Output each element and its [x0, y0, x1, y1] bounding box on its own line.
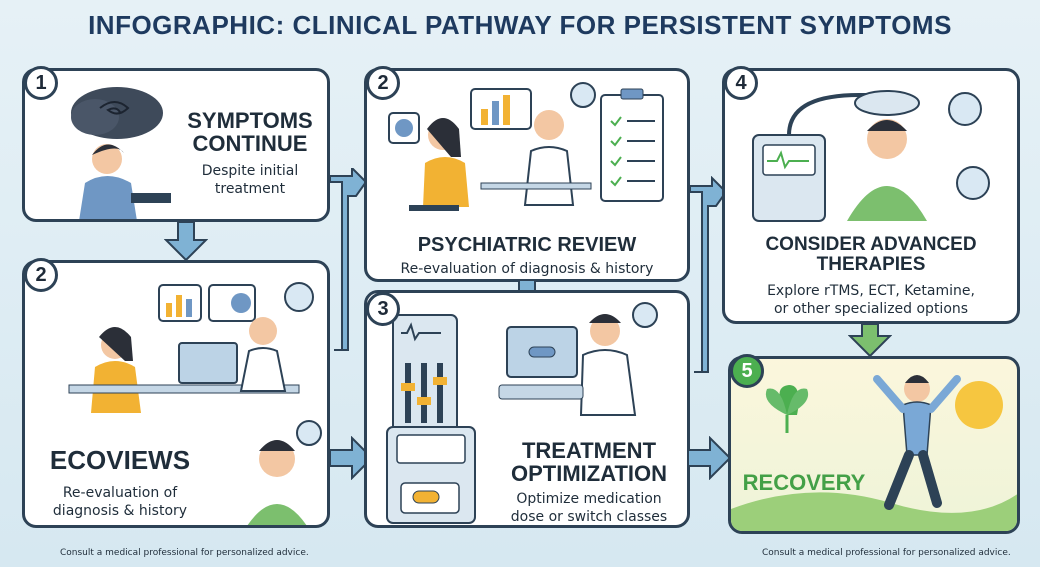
- step3-heading-line2: OPTIMIZATION: [510, 461, 668, 487]
- step-card-ecoviews: ECOVIEWS Re-evaluation of diagnosis & hi…: [22, 260, 330, 528]
- step1-number-badge: 1: [24, 66, 58, 100]
- step-card-advanced-therapies: CONSIDER ADVANCED THERAPIES Explore rTMS…: [722, 68, 1020, 324]
- step4-subtitle-line1: Explore rTMS, ECT, Ketamine,: [767, 283, 975, 299]
- step5-number-badge: 5: [730, 354, 764, 388]
- step4-heading-line2: THERAPIES: [816, 253, 926, 275]
- step2-number-badge: 2: [24, 258, 58, 292]
- step3-heading: TREATMENT OPTIMIZATION: [491, 439, 687, 485]
- footer-disclaimer-right: Consult a medical professional for perso…: [762, 548, 1011, 558]
- footer-disclaimer-left: Consult a medical professional for perso…: [60, 548, 309, 558]
- step-card-treatment-optimization: TREATMENT OPTIMIZATION Optimize medicati…: [364, 290, 690, 528]
- recovery-illustration: [731, 375, 1017, 531]
- step1-subtitle-line2: treatment: [214, 180, 286, 197]
- step3-subtitle-line1: Optimize medication: [516, 491, 662, 507]
- psychiatric-review-illustration: [388, 82, 664, 211]
- step2-subtitle-line1: Re-evaluation of: [62, 485, 178, 501]
- step-card-symptoms-continue: SYMPTOMS CONTINUE Despite initial treatm…: [22, 68, 330, 222]
- step2-subtitle-line2: diagnosis & history: [52, 502, 188, 519]
- thinking-person-illustration: [247, 420, 322, 525]
- step-card-psychiatric-review: PSYCHIATRIC REVIEW Re-evaluation of diag…: [364, 68, 690, 282]
- step2b-heading: PSYCHIATRIC REVIEW: [417, 234, 637, 256]
- step2-heading: ECOVIEWS: [49, 445, 191, 475]
- page-title: INFOGRAPHIC: CLINICAL PATHWAY FOR PERSIS…: [88, 10, 952, 40]
- arrow-right-icon: [688, 436, 732, 480]
- step1-heading-line2: CONTINUE: [192, 131, 308, 157]
- step2b-subtitle: Re-evaluation of diagnosis & history: [400, 261, 654, 277]
- advanced-therapy-illustration: [752, 90, 990, 222]
- step-card-recovery: RECOVERY: [728, 356, 1020, 534]
- distressed-person-illustration: [71, 87, 171, 219]
- step2-subtitle: Re-evaluation of diagnosis & history: [35, 485, 205, 520]
- step1-subtitle-line1: Despite initial: [201, 163, 299, 179]
- step4-subtitle: Explore rTMS, ECT, Ketamine, or other sp…: [725, 283, 1017, 318]
- arrow-down-icon: [164, 222, 208, 262]
- step2b-number-badge: 2: [366, 66, 400, 100]
- step4-subtitle-line2: or other specialized options: [773, 300, 969, 317]
- arrow-up-right-icon: [329, 168, 368, 351]
- step3-subtitle-line2: dose or switch classes: [510, 508, 668, 525]
- arrow-down-icon: [848, 324, 892, 358]
- arrow-right-icon: [330, 436, 374, 480]
- step3-number-badge: 3: [366, 292, 400, 326]
- step3-heading-line1: TREATMENT: [521, 438, 657, 463]
- step5-heading: RECOVERY: [742, 470, 866, 495]
- step1-heading-line1: SYMPTOMS: [187, 108, 313, 133]
- step1-subtitle: Despite initial treatment: [175, 163, 325, 198]
- step4-heading-line1: CONSIDER ADVANCED: [765, 234, 977, 255]
- step1-heading: SYMPTOMS CONTINUE: [175, 109, 325, 155]
- step4-heading: CONSIDER ADVANCED THERAPIES: [725, 235, 1017, 275]
- arrow-up-right-icon: [690, 176, 728, 373]
- treatment-illustration: [386, 302, 658, 524]
- consultation-illustration: [68, 282, 314, 413]
- step3-subtitle: Optimize medication dose or switch class…: [491, 491, 687, 525]
- step4-number-badge: 4: [724, 66, 758, 100]
